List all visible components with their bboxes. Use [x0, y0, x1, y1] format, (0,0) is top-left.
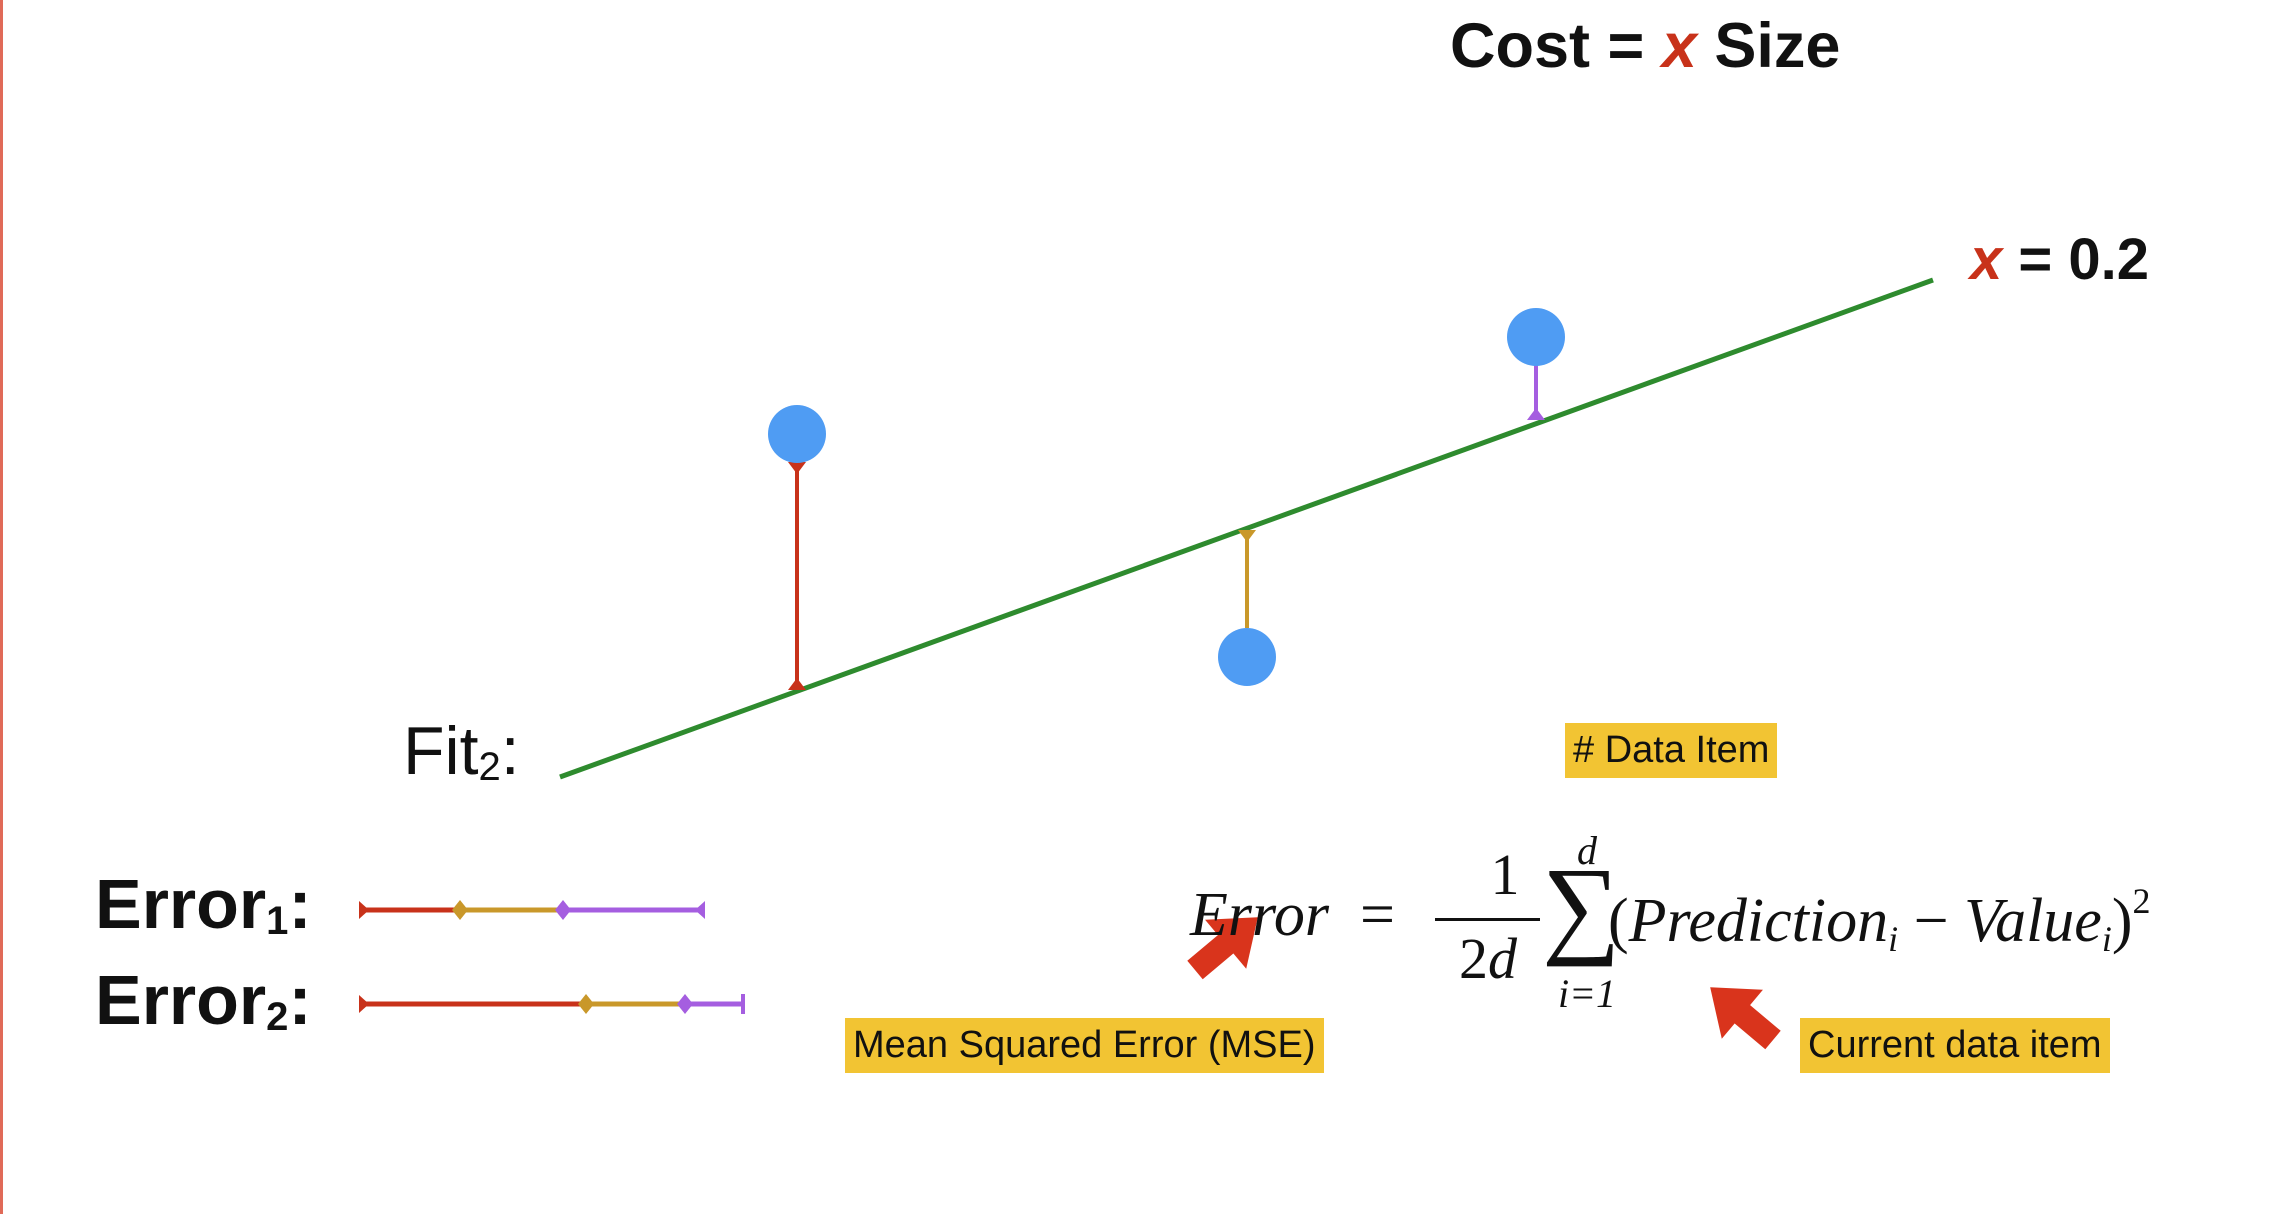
parameter-number: = 0.2	[2018, 227, 2150, 292]
data-point-1	[768, 405, 826, 463]
error-2-label: Error2:	[95, 960, 312, 1040]
error-2-sub: 2	[266, 995, 289, 1039]
sum-upper-limit: d	[1577, 828, 1597, 873]
residual-1-cap-top	[788, 462, 806, 474]
error-1-label: Error1:	[95, 864, 312, 944]
arrow-mse	[1187, 917, 1258, 980]
title-variable: x	[1661, 11, 1697, 81]
residual-1-cap-bottom	[788, 678, 806, 690]
data-point-2	[1218, 628, 1276, 686]
title-prefix: Cost =	[1450, 11, 1645, 81]
error-1-colon: :	[288, 865, 312, 943]
fraction-numerator: 1	[1490, 842, 1520, 907]
error-1-sub: 1	[266, 899, 289, 943]
error-1-text: Error	[95, 865, 267, 943]
fit-label-colon: :	[500, 713, 520, 789]
paren-close: )	[2111, 887, 2133, 955]
error-1-bar	[359, 900, 705, 920]
value-sub: i	[2101, 919, 2112, 959]
error-2-bar	[359, 994, 745, 1014]
fit-label-sub: 2	[478, 745, 501, 789]
model-title: Cost = x Size	[1450, 10, 1850, 82]
data-item-tag: # Data Item	[1565, 723, 1778, 778]
power: 2	[2132, 881, 2151, 921]
title-suffix: Size	[1714, 11, 1841, 81]
error-2-colon: :	[288, 961, 312, 1039]
fit-label-text: Fit	[403, 713, 479, 789]
error-2-text: Error	[95, 961, 267, 1039]
left-border	[0, 0, 3, 1214]
current-item-tag: Current data item	[1800, 1018, 2110, 1073]
formula-body: (Predictioni − Valuei)2	[1608, 880, 2150, 960]
fit-label: Fit2:	[403, 712, 520, 790]
residual-3-cap-bottom	[1527, 408, 1545, 420]
paren-open: (	[1608, 887, 1629, 955]
fraction-denominator: 2d	[1428, 925, 1548, 992]
sum-lower-limit: i=1	[1557, 971, 1617, 1016]
parameter-value: x = 0.2	[1970, 226, 2149, 293]
residual-2-cap-top	[1238, 530, 1256, 542]
parameter-variable: x	[1970, 227, 2003, 292]
prediction-sub: i	[1888, 919, 1899, 959]
fit-line	[559, 277, 1934, 780]
formula-equals: =	[1360, 881, 1395, 949]
denominator-coef: 2	[1459, 926, 1488, 991]
prediction-term: Prediction	[1628, 887, 1889, 955]
value-term: Value	[1964, 887, 2102, 955]
data-point-3	[1507, 308, 1565, 366]
fraction-bar	[1435, 918, 1540, 921]
mse-tag: Mean Squared Error (MSE)	[845, 1018, 1324, 1073]
arrow-current	[1710, 987, 1781, 1050]
denominator-var: d	[1488, 926, 1517, 991]
minus-sign: −	[1913, 887, 1949, 955]
formula-lhs: Error	[1190, 881, 1329, 949]
sigma-symbol: ∑	[1542, 845, 1621, 967]
